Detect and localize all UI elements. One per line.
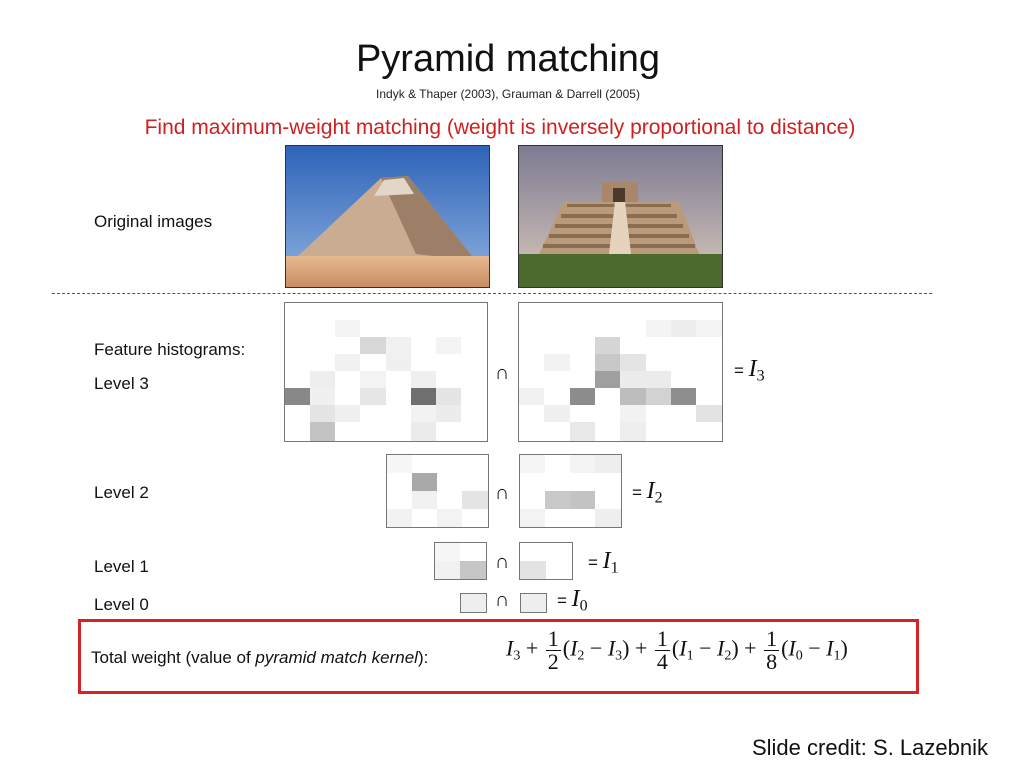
histogram-level1-left	[434, 542, 487, 580]
histogram-level0-left	[460, 593, 487, 613]
histogram-level1-right	[519, 542, 573, 580]
fraction-den: 2	[547, 649, 559, 674]
intersection-symbol: I	[571, 586, 580, 612]
histogram-level3-right-cells	[519, 320, 722, 441]
formula-paren: )	[731, 635, 739, 661]
intersection-operator-l2: ∩	[495, 482, 510, 504]
formula-paren: )	[840, 635, 848, 661]
bent-pyramid-image	[286, 146, 489, 287]
intersection-operator-l0: ∩	[495, 589, 510, 611]
level-0-label: Level 0	[94, 595, 149, 614]
intersection-symbol: I	[646, 478, 655, 504]
red-subheading: Find maximum-weight matching (weight is …	[144, 116, 856, 139]
fraction-num: 1	[654, 626, 670, 651]
fraction-den: 4	[656, 649, 668, 674]
dashed-divider	[52, 293, 932, 294]
formula-sub: 3	[615, 648, 623, 664]
pyramid-photo-right	[518, 145, 723, 288]
formula-i: I	[570, 635, 578, 661]
histogram-level3-left-cells	[285, 320, 461, 441]
formula-plus: +	[744, 635, 757, 661]
formula-sub: 3	[513, 648, 521, 664]
equals-sign: =	[557, 591, 567, 610]
level-index: 1	[610, 559, 619, 577]
equals-i1: = I1	[588, 548, 619, 577]
slide-credit: Slide credit: S. Lazebnik	[751, 735, 988, 760]
equals-i0: = I0	[557, 586, 588, 615]
formula-minus: −	[699, 635, 712, 661]
level-3-label: Level 3	[94, 374, 149, 393]
formula-sub: 1	[833, 648, 841, 664]
total-weight-box	[78, 619, 919, 694]
total-label-post: ):	[417, 648, 429, 667]
histogram-level2-right-cells	[520, 455, 621, 527]
histogram-level3-left	[284, 302, 488, 442]
formula-i: I	[788, 635, 796, 661]
formula-i: I	[506, 635, 514, 661]
intersection-symbol: I	[748, 356, 757, 382]
histogram-level1-right-cells	[520, 561, 546, 579]
formula-plus: +	[634, 635, 648, 661]
intersection-symbol: I	[602, 548, 611, 574]
step-pyramid-image	[519, 146, 722, 287]
histogram-level2-left	[386, 454, 489, 528]
total-label-em: pyramid match kernel	[255, 648, 418, 667]
level-index: 2	[654, 489, 663, 507]
formula-plus: +	[525, 635, 539, 661]
level-2-label: Level 2	[94, 483, 149, 502]
feature-histograms-label: Feature histograms:	[94, 340, 246, 359]
histogram-level2-right	[519, 454, 622, 528]
level-1-label: Level 1	[94, 557, 149, 576]
original-images-label: Original images	[94, 212, 213, 231]
level-index: 3	[756, 367, 765, 385]
equals-sign: =	[588, 553, 598, 572]
histogram-level3-right	[518, 302, 723, 442]
formula-minus: −	[808, 635, 821, 661]
equals-i2: = I2	[632, 478, 663, 507]
equals-i3: = I3	[734, 356, 765, 385]
page-title: Pyramid matching	[355, 38, 661, 80]
total-weight-label: Total weight (value of pyramid match ker…	[91, 648, 428, 668]
formula-paren: )	[622, 635, 630, 661]
formula-paren: (	[781, 635, 789, 661]
formula-i: I	[607, 635, 616, 661]
histogram-level2-left-cells	[387, 455, 488, 527]
formula-sub: 2	[724, 648, 732, 664]
formula-sub: 0	[795, 648, 803, 664]
equals-sign: =	[734, 361, 744, 380]
formula-sub: 2	[577, 648, 585, 664]
formula-i: I	[826, 635, 834, 661]
total-label-pre: Total weight (value of	[91, 648, 256, 667]
pyramid-photo-left	[285, 145, 490, 288]
formula-i: I	[679, 635, 687, 661]
formula-paren: (	[671, 635, 680, 661]
formula-minus: −	[589, 635, 603, 661]
fraction-num: 1	[764, 626, 780, 651]
formula-sub: 1	[686, 648, 694, 664]
formula-i: I	[716, 635, 725, 661]
page-subtitle: Indyk & Thaper (2003), Grauman & Darrell…	[376, 87, 640, 101]
histogram-level0-right	[520, 593, 547, 613]
intersection-operator-l3: ∩	[495, 362, 510, 384]
fraction-den: 8	[766, 649, 778, 674]
equals-sign: =	[632, 483, 642, 502]
formula-paren: (	[562, 635, 571, 661]
intersection-operator-l1: ∩	[495, 551, 510, 573]
histogram-level1-left-cells	[435, 543, 486, 579]
fraction-num: 1	[545, 626, 561, 651]
level-index: 0	[579, 597, 588, 615]
